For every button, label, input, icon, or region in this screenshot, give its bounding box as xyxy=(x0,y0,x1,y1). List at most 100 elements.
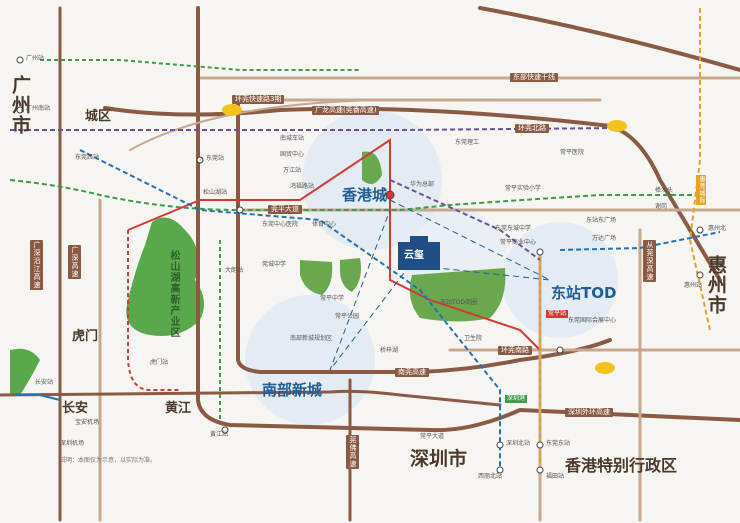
region-hongkong: 香港特别行政区 xyxy=(565,456,678,475)
poi: 常平商业中心 xyxy=(500,239,537,246)
station-hz-north[interactable]: 惠州北 xyxy=(708,225,727,232)
station-gz-south[interactable]: 广州南站 xyxy=(26,105,51,112)
road-outer-left xyxy=(196,6,740,433)
station-xili[interactable]: 西丽北站 xyxy=(478,473,503,480)
park-small-2 xyxy=(340,258,361,292)
poi: 东站TOD商圈 xyxy=(440,299,478,306)
project-name[interactable]: 云玺 xyxy=(404,250,424,261)
poi: 华为总部 xyxy=(410,181,435,188)
station-dot[interactable] xyxy=(536,248,544,256)
poi: 常平中学 xyxy=(320,295,345,302)
poi: 虎门站 xyxy=(150,359,169,366)
station-dot[interactable] xyxy=(556,346,564,354)
station-dot[interactable] xyxy=(16,56,24,64)
road-label-dongguan-ex: 莞佛高速 xyxy=(346,435,359,469)
poi: 松山湖站 xyxy=(203,189,228,196)
poi: 东站东广场 xyxy=(586,217,617,224)
park-small-3 xyxy=(362,151,382,184)
region-shenzhen: 深圳市 xyxy=(410,448,468,470)
station-gz[interactable]: 广州站 xyxy=(26,55,45,62)
region-guangzhou: 广州市 xyxy=(9,75,31,135)
rail-blue-coast xyxy=(15,394,61,401)
station-dot[interactable] xyxy=(236,206,244,214)
station-dot[interactable] xyxy=(221,426,229,434)
poi: 鸿福路站 xyxy=(290,183,315,190)
poi: 莞城中学 xyxy=(262,261,287,268)
road-label-huanguan-north: 环莞北路 xyxy=(515,124,549,133)
poi: 常平实验小学 xyxy=(505,185,542,192)
project-marker[interactable] xyxy=(398,242,440,270)
rail-green-top xyxy=(40,59,360,71)
shield-icon xyxy=(595,362,615,374)
station-dot[interactable] xyxy=(696,271,704,279)
station-dot[interactable] xyxy=(496,441,504,449)
project-marker-top xyxy=(410,236,428,244)
district-chengqu: 城区 xyxy=(85,109,112,124)
rail-blue xyxy=(79,149,501,470)
poi: 常平公园 xyxy=(335,313,360,320)
badge-shenzhen: 深圳港 xyxy=(505,395,528,403)
station-dot[interactable] xyxy=(496,466,504,474)
road-label-guangshen-mid: 广深高速 xyxy=(68,245,81,279)
badge-hongkong-line: 惠莞城际 xyxy=(696,175,706,205)
park-songshan-lake xyxy=(126,217,204,336)
station-dot[interactable] xyxy=(385,190,395,200)
road-label-nanguan: 南莞高速 xyxy=(395,368,429,377)
station-dot[interactable] xyxy=(196,156,204,164)
station-dot[interactable] xyxy=(16,106,24,114)
poi: 万达广场 xyxy=(592,235,617,242)
rail-blue-east xyxy=(559,231,721,251)
park-small-1 xyxy=(300,260,333,295)
rail-orange-right xyxy=(688,8,711,331)
station-futian[interactable]: 福田站 xyxy=(546,473,565,480)
district-songshanhu: 松山湖高新产业区 xyxy=(168,250,179,338)
road-label-sz-outer: 深圳外环高速 xyxy=(565,408,613,417)
poi: 南部新城规划区 xyxy=(290,335,333,342)
zone-hongkong-city: 香港城 xyxy=(342,186,388,204)
poi: 卫生院 xyxy=(464,335,483,342)
poi: 谢岗 xyxy=(655,203,668,210)
station-dot[interactable] xyxy=(536,441,544,449)
poi: 南城车站 xyxy=(280,135,305,142)
poi: 万江站 xyxy=(283,167,302,174)
poi: 大朗站 xyxy=(225,267,244,274)
district-changan: 长安 xyxy=(62,401,89,416)
station-baoan[interactable]: 宝安机场 xyxy=(75,419,100,426)
road-label-dongshen: 东部快速干线 xyxy=(510,73,558,82)
station-sz-airport[interactable]: 深圳机场 xyxy=(60,440,85,447)
district-huangjiang: 黄江 xyxy=(165,401,192,416)
poi: 黄江站 xyxy=(210,431,229,438)
station-dot[interactable] xyxy=(696,226,704,234)
station-dot[interactable] xyxy=(536,466,544,474)
region-huizhou: 惠州市 xyxy=(705,255,727,315)
poi: 樟木头 xyxy=(655,187,674,194)
poi: 东莞国际会展中心 xyxy=(568,317,617,324)
road-label-ring-east: 从莞深高速 xyxy=(643,240,656,282)
station-sz-north[interactable]: 深圳北站 xyxy=(506,440,531,447)
station-dg[interactable]: 东莞站 xyxy=(206,155,225,162)
station-dots xyxy=(16,56,704,474)
poi: 东莞中心医院 xyxy=(262,221,299,228)
poi: 常平大道 xyxy=(420,433,445,440)
station-dg-east[interactable]: 东莞东站 xyxy=(546,440,571,447)
zone-east-station: 东站TOD xyxy=(551,284,617,302)
poi: 国贸中心 xyxy=(280,151,305,158)
station-changping[interactable]: 常平站 xyxy=(546,310,569,318)
road-nanguan xyxy=(0,389,502,407)
station-hz[interactable]: 惠州站 xyxy=(684,282,703,289)
station-dg-west[interactable]: 东莞西站 xyxy=(75,154,100,161)
shield-icon xyxy=(607,120,627,132)
poi: 常平医院 xyxy=(560,149,585,156)
park-central xyxy=(409,268,506,322)
road-guanglong xyxy=(103,106,722,282)
road-label-huanguan-south: 环莞南路 xyxy=(498,346,532,355)
shield-icon xyxy=(222,104,242,116)
road-label-ring-fast: 环莞快速路3期 xyxy=(232,95,285,104)
rail-green xyxy=(9,179,700,211)
halo-east-station xyxy=(502,222,618,338)
rail-purple xyxy=(10,127,621,131)
legend-note: 说明：本图仅为示意，以实际为准。 xyxy=(60,457,157,464)
